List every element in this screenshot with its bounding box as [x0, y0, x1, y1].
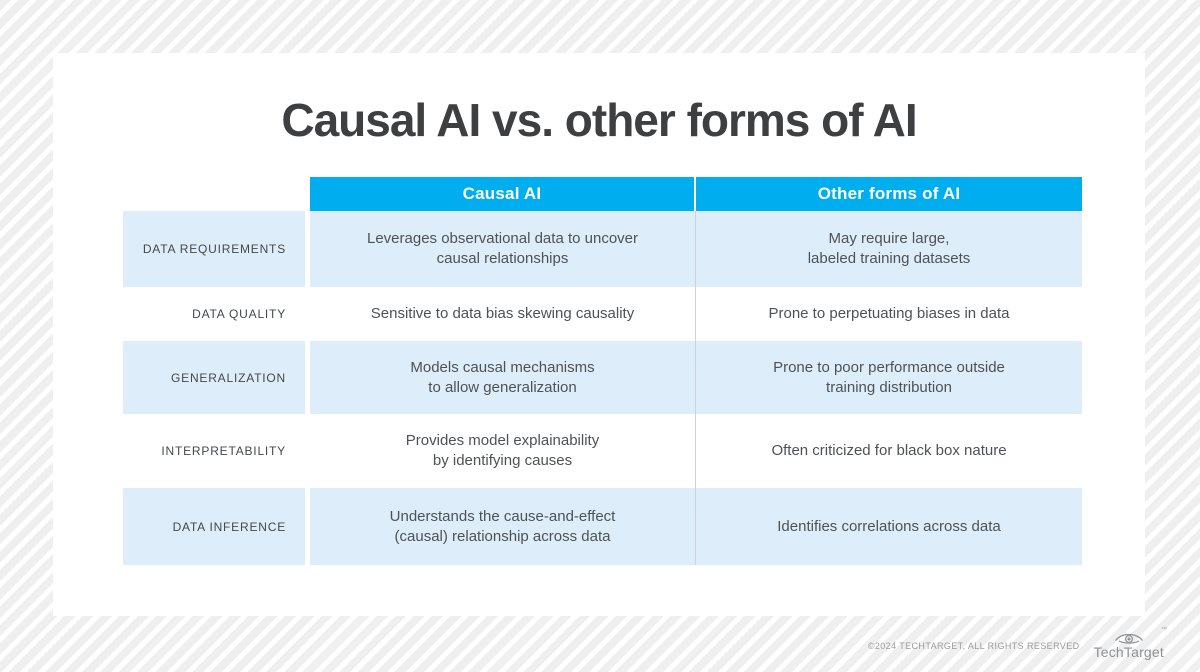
table-row: DATA INFERENCE Understands the cause-and… [123, 488, 1083, 565]
cell-other-generalization: Prone to poor performance outside traini… [696, 341, 1082, 414]
row-header-data-quality: DATA QUALITY [192, 307, 286, 321]
cell-causal-generalization: Models causal mechanisms to allow genera… [310, 341, 696, 414]
footer: ©2024 TECHTARGET, ALL RIGHTS RESERVED ™ … [867, 627, 1167, 660]
column-header-other-ai: Other forms of AI [696, 177, 1082, 211]
row-header-data-requirements: DATA REQUIREMENTS [123, 211, 305, 287]
cell-causal-data-requirements: Leverages observational data to uncover … [310, 211, 696, 287]
cell-other-data-requirements: May require large, labeled training data… [696, 211, 1082, 287]
infographic-card: Causal AI vs. other forms of AI Causal A… [53, 53, 1145, 616]
cell-causal-data-quality: Sensitive to data bias skewing causality [310, 287, 696, 341]
cell-causal-interpretability: Provides model explainability by identif… [310, 414, 696, 488]
row-header-generalization: GENERALIZATION [123, 341, 305, 414]
page-title: Causal AI vs. other forms of AI [281, 94, 917, 146]
copyright-text: ©2024 TECHTARGET, ALL RIGHTS RESERVED [867, 640, 1080, 651]
row-header-interpretability: INTERPRETABILITY [161, 444, 286, 458]
cell-other-data-inference: Identifies correlations across data [696, 488, 1082, 565]
trademark-symbol: ™ [1161, 627, 1167, 633]
column-header-causal-ai: Causal AI [310, 177, 696, 211]
table-row: GENERALIZATION Models causal mechanisms … [123, 341, 1083, 414]
table-row: DATA REQUIREMENTS Leverages observationa… [123, 211, 1083, 287]
eye-icon [1114, 633, 1143, 644]
table-row: DATA QUALITY Sensitive to data bias skew… [123, 287, 1083, 341]
cell-other-data-quality: Prone to perpetuating biases in data [768, 305, 1010, 322]
table-row: INTERPRETABILITY Provides model explaina… [123, 414, 1083, 488]
techtarget-logo: ™ TechTarget [1093, 627, 1167, 660]
header-empty-cell [123, 177, 305, 211]
comparison-table: Causal AI Other forms of AI DATA REQUIRE… [123, 177, 1083, 565]
table-header-row: Causal AI Other forms of AI [123, 177, 1083, 211]
brand-name: TechTarget [1093, 644, 1164, 660]
cell-causal-data-inference: Understands the cause-and-effect (causal… [310, 488, 696, 565]
row-header-data-inference: DATA INFERENCE [123, 488, 305, 565]
cell-other-interpretability: Often criticized for black box nature [771, 442, 1007, 459]
